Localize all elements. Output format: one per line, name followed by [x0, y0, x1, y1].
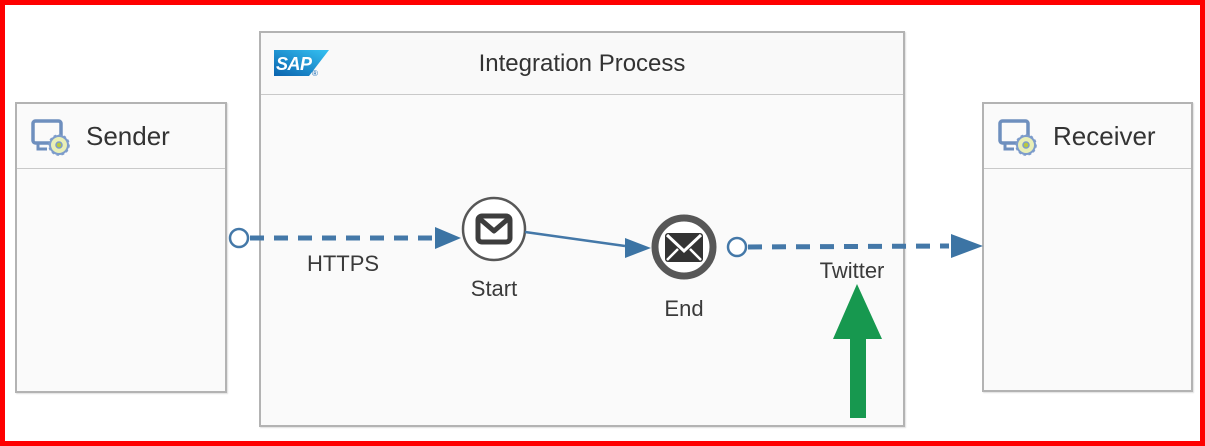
sender-participant-box[interactable]: Sender: [15, 102, 227, 393]
receiver-participant-box[interactable]: Receiver: [982, 102, 1193, 392]
end-event-label: End: [664, 296, 704, 321]
system-icon: [31, 119, 70, 156]
sender-connection-point[interactable]: [228, 227, 250, 249]
integration-process-header: SAP ® Integration Process: [261, 33, 903, 95]
integration-process-box[interactable]: SAP ® Integration Process: [259, 31, 905, 427]
sender-header: Sender: [17, 104, 225, 169]
process-title: Integration Process: [478, 50, 686, 77]
receiver-label: Receiver: [1053, 120, 1156, 151]
sap-logo-registered: ®: [312, 69, 318, 78]
sap-logo-icon: SAP ®: [274, 50, 329, 78]
sap-logo-text: SAP: [276, 54, 313, 74]
https-channel-label: HTTPS: [306, 251, 380, 276]
system-icon: [998, 119, 1037, 156]
receiver-header: Receiver: [984, 104, 1191, 169]
twitter-channel-label: Twitter: [819, 258, 885, 283]
sender-label: Sender: [86, 120, 170, 151]
start-event-label: Start: [470, 276, 518, 301]
twitter-arrowhead-icon: [951, 234, 983, 258]
